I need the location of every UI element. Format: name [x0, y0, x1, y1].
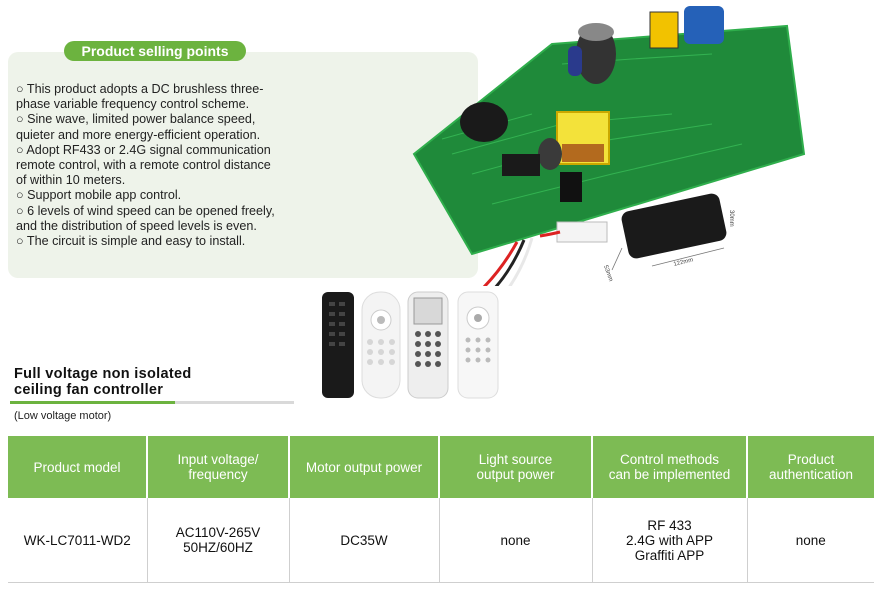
selling-point-line: remote control, with a remote control di… — [16, 158, 271, 173]
circuit-board-image: 53mm 122mm 30mm — [412, 6, 806, 286]
remote-white-lcd — [407, 291, 449, 399]
ic-chip — [502, 154, 540, 176]
header-product-model: Product model — [8, 436, 148, 498]
product-note: (Low voltage motor) — [14, 410, 112, 422]
cell-product-model: WK-LC7011-WD2 — [8, 498, 148, 583]
remote-white-round — [361, 291, 401, 399]
selling-point-line: ○ Sine wave, limited power balance speed… — [16, 112, 256, 127]
cell-authentication: none — [747, 498, 874, 583]
receiver-dim-height: 30mm — [728, 210, 734, 227]
header-input-voltage: Input voltage/frequency — [147, 436, 290, 498]
selling-points-title: Product selling points — [64, 41, 246, 61]
remote-black — [322, 292, 354, 398]
receiver-box — [621, 193, 727, 259]
selling-points-panel — [8, 52, 478, 278]
header-motor-output: Motor output power — [289, 436, 440, 498]
selling-point-line: quieter and more energy-efficient operat… — [16, 127, 261, 142]
spec-table: Product model Input voltage/frequency Mo… — [8, 436, 874, 583]
receiver-dim-width: 53mm — [602, 265, 613, 283]
title-underline — [10, 401, 294, 404]
cell-light-output: none — [439, 498, 593, 583]
table-header-row: Product model Input voltage/frequency Mo… — [8, 436, 874, 498]
selling-point-line: ○ Adopt RF433 or 2.4G signal communicati… — [16, 142, 271, 157]
product-title-line: ceiling fan controller — [14, 382, 164, 398]
receiver-dim-length: 122mm — [673, 257, 694, 268]
relay-component — [684, 6, 724, 44]
buzzer — [460, 102, 508, 142]
selling-point-line: ○ The circuit is simple and easy to inst… — [16, 234, 246, 249]
cell-motor-output: DC35W — [289, 498, 440, 583]
capacitor-small — [568, 46, 582, 76]
selling-point-line: and the distribution of speed levels is … — [16, 218, 257, 233]
selling-point-line: ○ 6 levels of wind speed can be opened f… — [16, 203, 275, 218]
product-title: Full voltage non isolated ceiling fan co… — [14, 366, 192, 398]
wire-connector — [556, 221, 608, 243]
selling-point-line: ○ Support mobile app control. — [16, 188, 182, 203]
remote-controls-image — [322, 291, 499, 399]
selling-point-line: of within 10 meters. — [16, 173, 126, 188]
selling-point-line: ○ This product adopts a DC brushless thr… — [16, 82, 264, 96]
selling-points-list: ○ This product adopts a DC brushless thr… — [16, 82, 336, 249]
fuse-component — [649, 11, 679, 49]
product-title-line: Full voltage non isolated — [14, 366, 192, 382]
remote-white-tall — [457, 291, 499, 399]
selling-point-line: phase variable frequency control scheme. — [16, 97, 250, 112]
mosfet — [560, 172, 582, 202]
